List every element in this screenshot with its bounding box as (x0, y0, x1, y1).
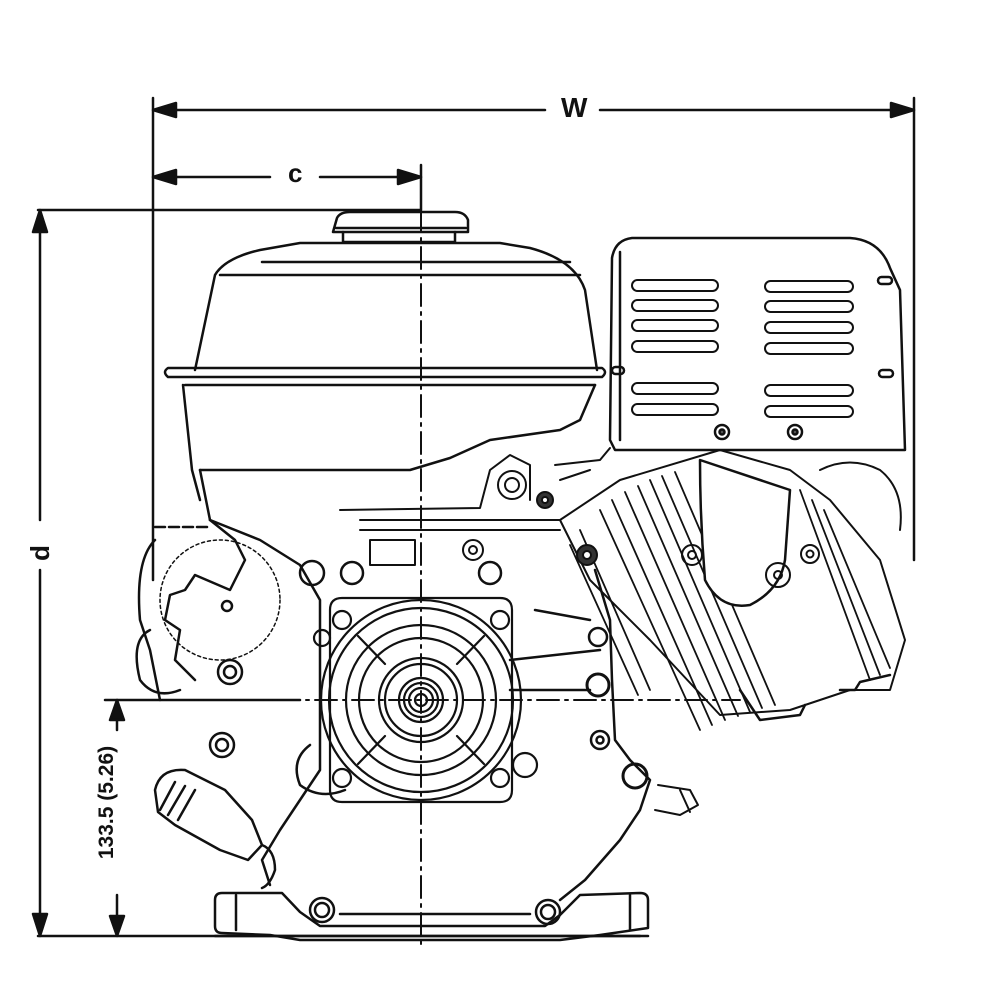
dimension-label-d: d (25, 539, 55, 567)
side-fittings (654, 461, 902, 816)
carburetor-linkage (339, 447, 611, 566)
dimension-label-shaft-height: 133.5 (5.26) (95, 739, 118, 866)
dimension-w (151, 96, 916, 582)
dimension-shaft-height (103, 698, 302, 938)
oil-filler-cap (153, 768, 277, 890)
muffler-vents (631, 279, 854, 418)
dimension-label-w: W (555, 94, 594, 122)
crankshaft-face (312, 596, 539, 804)
cylinder-fins (559, 449, 906, 731)
dimension-d (31, 208, 642, 938)
dimension-c (151, 163, 423, 212)
dimension-label-c: c (282, 160, 309, 186)
air-cleaner (163, 210, 607, 522)
recoil-starter-housing (135, 518, 281, 702)
centerlines (129, 209, 741, 946)
mounting-base (213, 891, 650, 942)
muffler-cover (608, 236, 907, 452)
